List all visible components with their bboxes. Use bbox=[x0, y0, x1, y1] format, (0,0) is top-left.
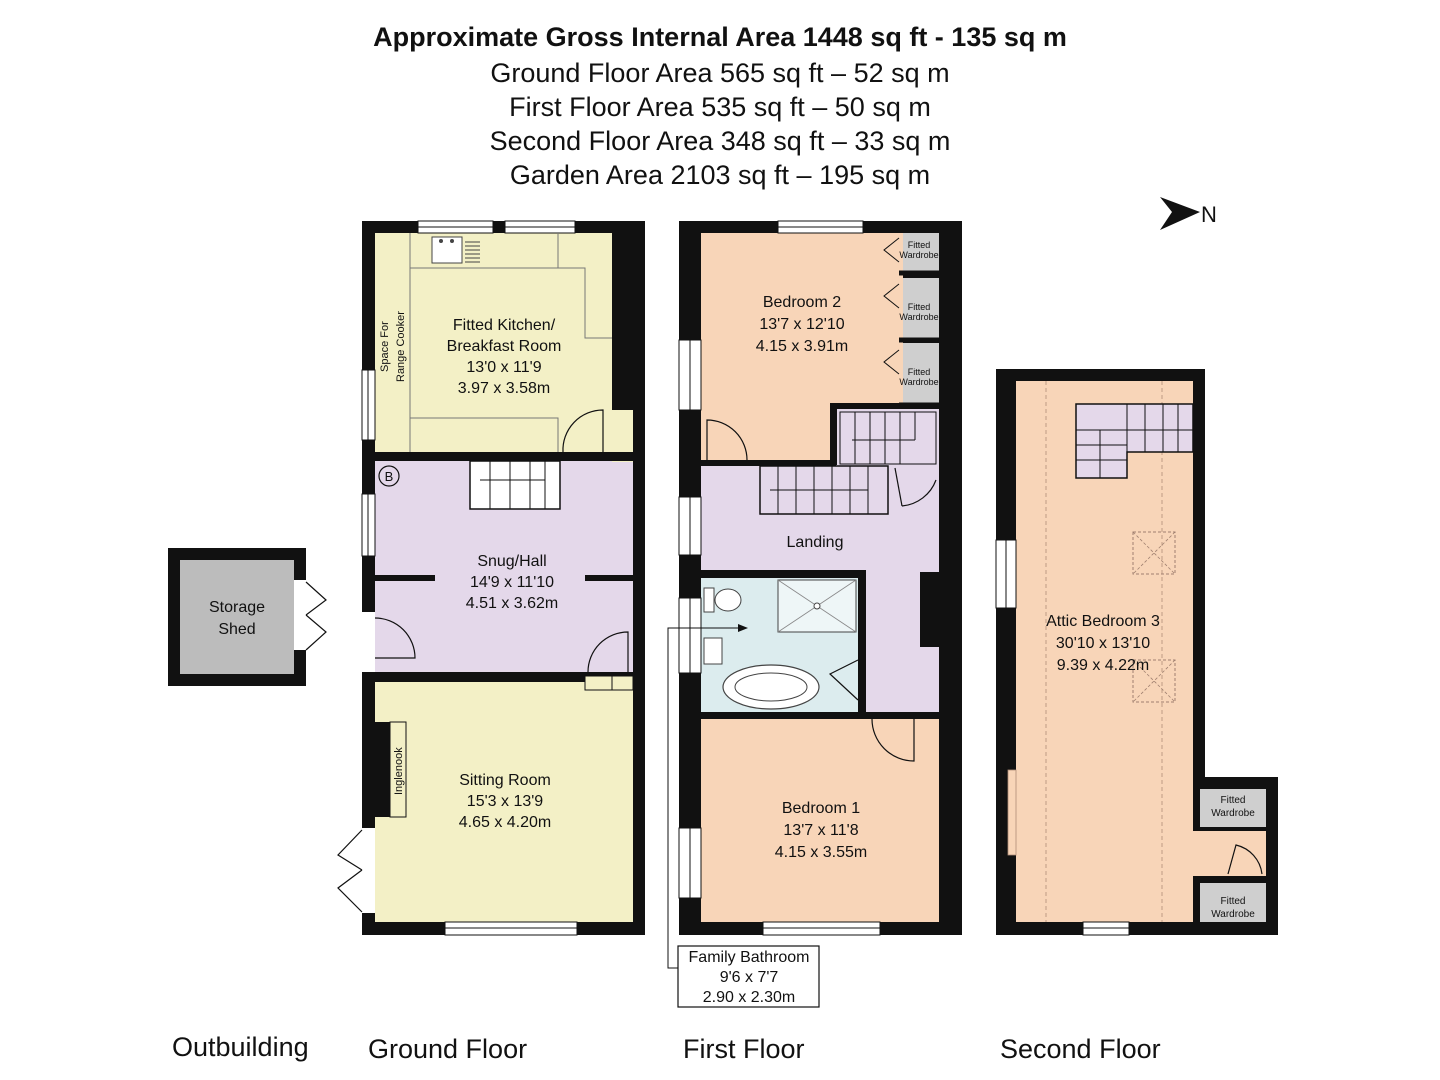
wardrobe-4-label-2: Wardrobe bbox=[1211, 808, 1255, 819]
bathroom-imperial: 9'6 x 7'7 bbox=[720, 969, 779, 986]
second-floor-area: Second Floor Area 348 sq ft – 33 sq m bbox=[489, 126, 951, 156]
first-floor-plan: Fitted Wardrobe Fitted Wardrobe Fitted W… bbox=[667, 220, 962, 1008]
sitting-name: Sitting Room bbox=[459, 772, 551, 789]
sitting-door-icon bbox=[587, 631, 629, 673]
wardrobe-2-label-1: Fitted bbox=[908, 302, 931, 312]
wardrobe-5-label-2: Wardrobe bbox=[1211, 909, 1255, 920]
first-floor-label: First Floor bbox=[683, 1034, 805, 1064]
ground-floor-plan: B Inglenook Space For Range Cooker Fitte… bbox=[337, 220, 645, 936]
kitchen-imperial: 13'0 x 11'9 bbox=[466, 359, 541, 376]
kitchen-room bbox=[375, 233, 612, 452]
hall-stairs bbox=[469, 460, 561, 510]
toilet-icon bbox=[714, 588, 742, 612]
first-floor-area: First Floor Area 535 sq ft – 50 sq m bbox=[509, 92, 931, 122]
skylight-1-icon bbox=[1132, 531, 1176, 575]
upper-stairs bbox=[839, 411, 937, 465]
attic-metric: 9.39 x 4.22m bbox=[1057, 657, 1150, 674]
sitting-metric: 4.65 x 4.20m bbox=[459, 814, 552, 831]
storage-shed-room bbox=[180, 560, 294, 674]
landing-label: Landing bbox=[787, 534, 844, 551]
bathroom-name: Family Bathroom bbox=[689, 949, 810, 966]
bedroom-1-room bbox=[701, 719, 939, 922]
bedroom-1-name: Bedroom 1 bbox=[782, 800, 860, 817]
wardrobe-1-label-2: Wardrobe bbox=[899, 250, 938, 260]
bathroom-door-icon bbox=[828, 659, 859, 701]
ground-floor-label: Ground Floor bbox=[368, 1034, 527, 1064]
kitchen-door-icon bbox=[562, 409, 604, 453]
storage-shed-label-1: Storage bbox=[209, 599, 265, 616]
fitted-wardrobe-1 bbox=[899, 233, 939, 273]
second-floor-label: Second Floor bbox=[1000, 1034, 1161, 1064]
kitchen-name-2: Breakfast Room bbox=[447, 338, 562, 355]
ground-floor-area: Ground Floor Area 565 sq ft – 52 sq m bbox=[490, 58, 950, 88]
hall-door-icon bbox=[374, 617, 416, 659]
north-arrow-icon: N bbox=[1160, 197, 1217, 230]
wardrobe-3-label-2: Wardrobe bbox=[899, 377, 938, 387]
patio-door-icon bbox=[337, 829, 363, 913]
bathroom-metric: 2.90 x 2.30m bbox=[703, 989, 796, 1006]
storage-shed-label-2: Shed bbox=[218, 621, 255, 638]
bedroom-1-metric: 4.15 x 3.55m bbox=[775, 844, 868, 861]
bedroom-2-imperial: 13'7 x 12'10 bbox=[759, 316, 844, 333]
wardrobe-4-label-1: Fitted bbox=[1220, 795, 1245, 806]
second-floor-plan: Fitted Wardrobe Fitted Wardrobe Attic Be… bbox=[995, 369, 1278, 936]
bathroom-callout-box bbox=[677, 945, 820, 1008]
wardrobe-door-icon bbox=[1227, 844, 1263, 875]
bedroom-2-name: Bedroom 2 bbox=[763, 294, 841, 311]
bedroom-2-door-icon bbox=[706, 419, 748, 461]
wardrobe-2-label-2: Wardrobe bbox=[899, 312, 938, 322]
bedroom-1-door-icon bbox=[871, 718, 915, 762]
wardrobe-5-label-1: Fitted bbox=[1220, 896, 1245, 907]
shed-door-icon bbox=[305, 581, 327, 651]
outbuilding-plan: Storage Shed bbox=[168, 548, 327, 686]
garden-area: Garden Area 2103 sq ft – 195 sq m bbox=[509, 160, 931, 190]
bathroom-callout-line bbox=[667, 627, 744, 969]
sink-icon bbox=[431, 236, 463, 264]
boiler-icon bbox=[378, 465, 400, 487]
attic-imperial: 30'10 x 13'10 bbox=[1056, 635, 1150, 652]
plan-title: Approximate Gross Internal Area 1448 sq … bbox=[373, 22, 1067, 52]
attic-name: Attic Bedroom 3 bbox=[1046, 613, 1160, 630]
snug-name: Snug/Hall bbox=[477, 553, 546, 570]
snug-imperial: 14'9 x 11'10 bbox=[470, 574, 554, 591]
wardrobe-3-label-1: Fitted bbox=[908, 367, 931, 377]
fitted-wardrobe-4 bbox=[1200, 789, 1266, 827]
kitchen-name-1: Fitted Kitchen/ bbox=[453, 317, 556, 334]
north-label: N bbox=[1201, 202, 1217, 227]
wardrobe-1-label-1: Fitted bbox=[908, 240, 931, 250]
fitted-wardrobe-3 bbox=[899, 343, 939, 403]
bedroom-1-imperial: 13'7 x 11'8 bbox=[783, 822, 858, 839]
inglenook-label: Inglenook bbox=[393, 747, 405, 795]
range-cooker-label-1: Space For bbox=[379, 321, 391, 372]
skylight-2-icon bbox=[1132, 659, 1176, 703]
outbuilding-label: Outbuilding bbox=[172, 1032, 309, 1062]
snug-metric: 4.51 x 3.62m bbox=[466, 595, 559, 612]
sitting-imperial: 15'3 x 13'9 bbox=[467, 793, 543, 810]
basin-icon bbox=[703, 637, 723, 665]
range-cooker-label-2: Range Cooker bbox=[395, 311, 407, 382]
sitting-room bbox=[375, 682, 633, 922]
fitted-wardrobe-2 bbox=[899, 278, 939, 338]
bedroom-2-metric: 4.15 x 3.91m bbox=[756, 338, 849, 355]
boiler-label: B bbox=[385, 469, 394, 484]
kitchen-metric: 3.97 x 3.58m bbox=[458, 380, 551, 397]
fitted-wardrobe-5 bbox=[1200, 883, 1266, 922]
inglenook-fireplace bbox=[375, 722, 390, 817]
